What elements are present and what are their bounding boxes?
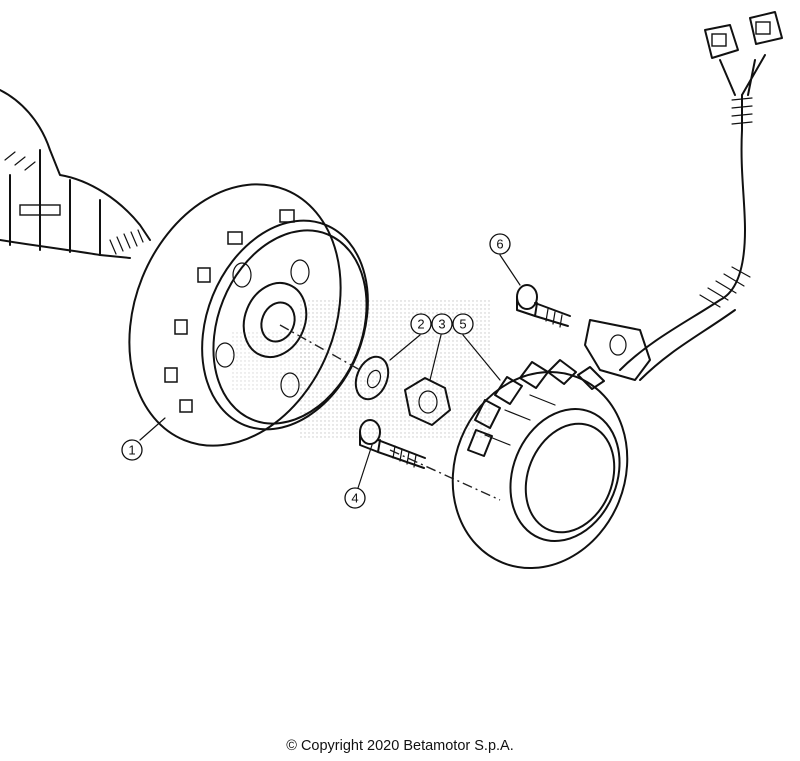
callout-5: 5 bbox=[452, 313, 474, 335]
callout-2: 2 bbox=[410, 313, 432, 335]
axis-line-screw bbox=[389, 449, 501, 501]
crankshaft bbox=[0, 89, 151, 259]
svg-text:2: 2 bbox=[417, 317, 424, 332]
nut bbox=[404, 377, 451, 426]
callout-4: 4 bbox=[344, 487, 366, 509]
connector bbox=[704, 11, 783, 59]
stator bbox=[451, 319, 651, 570]
callout-3: 3 bbox=[431, 313, 453, 335]
svg-text:5: 5 bbox=[459, 317, 466, 332]
washer bbox=[354, 355, 390, 401]
svg-text:6: 6 bbox=[496, 237, 503, 252]
flywheel-rotor bbox=[128, 183, 369, 447]
leader-lines bbox=[139, 254, 521, 489]
pickup-screw bbox=[516, 284, 571, 328]
svg-text:4: 4 bbox=[351, 491, 358, 506]
callout-1: 1 bbox=[121, 439, 143, 461]
screw bbox=[359, 419, 426, 469]
svg-text:1: 1 bbox=[128, 443, 135, 458]
callout-6: 6 bbox=[489, 233, 511, 255]
wiring-harness bbox=[619, 54, 766, 381]
svg-text:3: 3 bbox=[438, 317, 445, 332]
copyright-text: © Copyright 2020 Betamotor S.p.A. bbox=[286, 738, 514, 754]
axis-line bbox=[279, 324, 361, 371]
